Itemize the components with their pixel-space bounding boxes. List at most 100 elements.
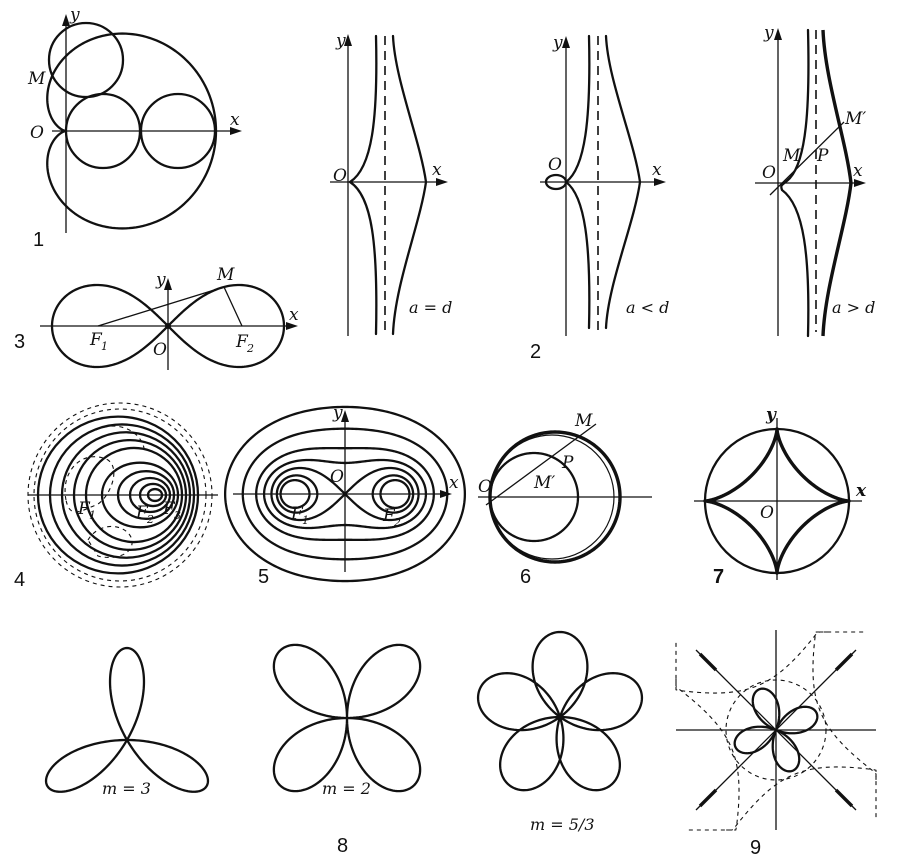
fig3-F1-sub: 1	[101, 340, 108, 353]
fig1-rolling-circle	[47, 21, 125, 99]
fig6-outer-curve	[488, 430, 622, 564]
fig4-ring	[84, 446, 184, 544]
fig5-F1-label: F	[290, 504, 304, 524]
fig4-outer-dashed-circle-2	[33, 408, 207, 582]
figure-6-limacon: M P M′ O 6	[478, 411, 652, 588]
figure-2-panel-a-lt-d: y x O a < d	[540, 33, 669, 336]
fig2c-y-arrow-icon	[774, 28, 782, 40]
fig1-x-label: x	[230, 110, 240, 130]
figure-1-cardioid: y x O M 1	[27, 5, 242, 251]
fig7-number: 7	[713, 566, 724, 588]
fig1-number: 1	[33, 229, 44, 251]
fig2b-outer-branch	[604, 34, 642, 330]
fig2a-y-arrow-icon	[344, 34, 352, 46]
fig3-radius-F1-M	[97, 286, 225, 327]
fig9-dashed-branch	[675, 631, 864, 694]
figure-9-star-curve: 9	[675, 630, 877, 859]
fig6-origin-label: O	[478, 477, 492, 497]
fig2c-x-arrow-icon	[854, 179, 866, 187]
fig8-rose-m5-3	[476, 630, 644, 792]
fig2a-condition: a = d	[409, 298, 452, 317]
fig3-y-label: y	[155, 270, 166, 290]
fig9-number: 9	[750, 837, 761, 859]
fig4-F2-sub: 2	[146, 513, 154, 526]
figure-8-roses: m = 3 m = 2 m = 5/3 8	[44, 630, 644, 857]
fig5-origin-label: O	[330, 467, 344, 487]
fig5-oval-family	[223, 405, 467, 583]
fig3-radius-F2-M	[223, 286, 243, 327]
fig1-point-M-label: M	[27, 69, 46, 89]
fig2b-condition: a < d	[626, 298, 669, 317]
fig9-bold-end-2	[834, 788, 854, 808]
fig5-cassini-oval	[371, 474, 415, 514]
fig3-F2-sub: 2	[246, 342, 254, 355]
fig4-F3-label: F	[162, 499, 176, 519]
fig3-origin-label: O	[153, 340, 167, 360]
fig1-origin-label: O	[30, 123, 44, 143]
fig4-ring	[146, 487, 164, 503]
fig4-F1-label: F	[77, 499, 91, 519]
fig4-ring	[138, 482, 168, 508]
fig7-origin-label: O	[760, 503, 774, 523]
fig8-number: 8	[337, 835, 348, 857]
fig4-dashed-lobe-2	[87, 525, 133, 558]
fig4-ring	[48, 423, 196, 567]
fig2c-origin-label: O	[762, 163, 776, 183]
fig8-rose-m3	[44, 646, 210, 793]
fig7-y-label: y	[765, 405, 777, 425]
fig5-y-label: y	[332, 403, 343, 423]
fig2c-inner-branch	[780, 28, 810, 338]
fig5-cassini-oval	[275, 474, 319, 514]
fig5-F2-sub: 2	[393, 516, 401, 529]
fig4-F2-label: F	[135, 503, 149, 523]
fig2b-inner-branch	[564, 34, 591, 330]
fig4-F3-sub: 3	[174, 509, 181, 522]
fig6-ray-line	[485, 423, 597, 506]
fig3-y-arrow-icon	[164, 278, 172, 290]
fig6-number: 6	[520, 566, 531, 588]
fig3-F1-label: F	[89, 330, 103, 350]
fig2c-condition: a > d	[832, 298, 875, 317]
fig2b-y-label: y	[552, 33, 563, 53]
fig9-dashed-branches	[675, 631, 877, 831]
fig4-dashed-lobe-1	[64, 456, 115, 513]
fig8-condition-m53: m = 5/3	[530, 815, 595, 834]
fig2a-outer-branch	[391, 34, 428, 336]
fig2b-x-arrow-icon	[654, 178, 666, 186]
fig7-x-label: x	[855, 481, 867, 501]
fig3-node-dot	[165, 323, 171, 329]
fig4-F1-sub: 1	[89, 509, 96, 522]
fig4-ring	[36, 415, 200, 575]
fig6-point-M-prime-label: M′	[533, 473, 555, 493]
fig2a-x-label: x	[432, 160, 442, 180]
fig5-y-arrow-icon	[341, 410, 349, 422]
fig4-number: 4	[14, 569, 25, 591]
figure-3-lemniscate: y x M F 1 F 2 O 3	[14, 265, 299, 370]
fig4-ring-set	[36, 415, 200, 575]
fig4-outer-dashed-circle	[27, 402, 213, 588]
fig3-point-M-label: M	[216, 265, 235, 285]
fig8-rose-m2	[272, 643, 422, 793]
fig9-dashed-branch	[675, 642, 740, 831]
fig5-number: 5	[258, 566, 269, 588]
fig5-cassini-oval	[223, 405, 467, 583]
fig1-y-label: y	[69, 5, 80, 25]
fig1-x-arrow-icon	[230, 127, 242, 135]
fig6-point-P-label: P	[561, 453, 574, 473]
fig5-cassini-oval	[255, 446, 435, 542]
fig9-dashed-branch	[688, 766, 877, 831]
fig6-point-M-label: M	[574, 411, 593, 431]
fig4-ring	[100, 461, 180, 529]
fig2a-inner-branch	[348, 34, 378, 336]
fig8-condition-m2: m = 2	[322, 779, 371, 798]
fig9-central-rose	[733, 687, 819, 773]
fig2c-x-label: x	[853, 161, 863, 181]
fig3-F2-label: F	[235, 332, 249, 352]
fig5-x-arrow-icon	[440, 490, 452, 498]
fig3-number: 3	[14, 331, 25, 353]
fig6-inner-curve	[488, 451, 580, 543]
figure-2-panel-a-eq-d: y x O a = d	[330, 31, 452, 336]
fig2c-y-label: y	[763, 23, 774, 43]
fig2a-origin-label: O	[333, 166, 347, 186]
fig2c-secant-line	[769, 121, 845, 196]
